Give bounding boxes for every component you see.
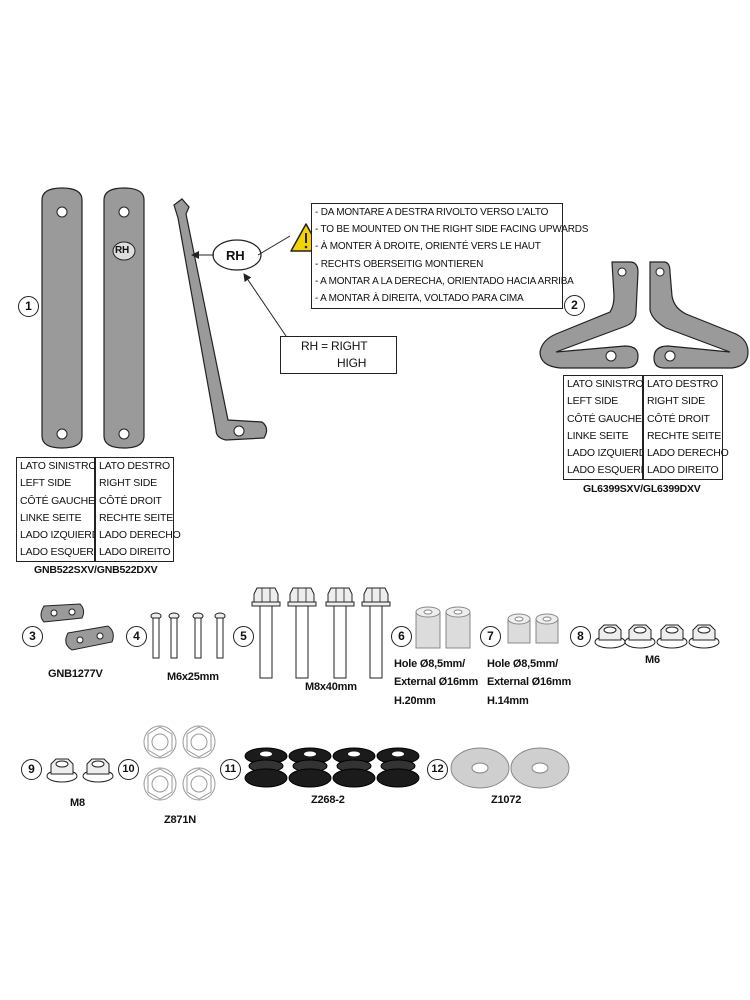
table-cell: LINKE SEITE (567, 429, 629, 442)
part-number-10: 10 (118, 759, 139, 780)
part-number-9: 9 (21, 759, 42, 780)
part-number-3: 3 (22, 626, 43, 647)
part1-left-side-table: LATO SINISTRO LEFT SIDE CÔTÉ GAUCHE LINK… (16, 457, 110, 562)
rh-tag: RH (226, 248, 245, 263)
table-cell: CÔTÉ GAUCHE (567, 412, 642, 425)
part-number-8: 8 (570, 626, 591, 647)
plate-bottom (65, 625, 114, 651)
warning-line: - A MONTAR À DIREITA, VOLTADO PARA CIMA (315, 293, 524, 305)
table-cell: LADO DIREITO (647, 464, 719, 477)
part10-label: Z871N (164, 814, 197, 826)
part2-code: GL6399SXV/GL6399DXV (583, 483, 701, 495)
table-cell: LADO DERECHO (647, 447, 729, 460)
part7-line1: Hole Ø8,5mm/ (487, 658, 558, 670)
warning-line: - TO BE MOUNTED ON THE RIGHT SIDE FACING… (315, 224, 589, 236)
part1-right-side-table: LATO DESTRO RIGHT SIDE CÔTÉ DROIT RECHTE… (95, 457, 181, 562)
table-cell: CÔTÉ DROIT (647, 412, 710, 425)
part2-left-side-table: LATO SINISTRO LEFT SIDE CÔTÉ GAUCHE LINK… (563, 375, 657, 480)
part4-label: M6x25mm (167, 671, 219, 683)
rh-badge: RH (115, 245, 130, 256)
part1-code: GNB522SXV/GNB522DXV (34, 564, 158, 576)
part-number-11: 11 (220, 759, 241, 780)
table-cell: RECHTE SEITE (647, 429, 722, 442)
part6-line2: External Ø16mm (394, 676, 479, 688)
table-cell: LADO DIREITO (99, 546, 171, 559)
rh-legend-box: RH = RIGHT HIGH (280, 336, 397, 374)
part-number-6: 6 (391, 626, 412, 647)
table-cell: LEFT SIDE (567, 395, 619, 408)
right-bar (103, 187, 145, 449)
part12-label: Z1072 (491, 794, 522, 806)
table-cell: LATO SINISTRO (20, 460, 97, 472)
bent-bar (173, 198, 268, 441)
part-number-7: 7 (480, 626, 501, 647)
left-bar (41, 187, 83, 449)
warning-line: - RECHTS OBERSEITIG MONTIEREN (315, 258, 484, 270)
part-number-12: 12 (427, 759, 448, 780)
table-cell: LEFT SIDE (20, 477, 72, 490)
part6-line3: H.20mm (394, 695, 436, 707)
table-cell: RIGHT SIDE (99, 477, 157, 490)
table-cell: CÔTÉ DROIT (99, 494, 162, 507)
table-cell: LATO DESTRO (99, 460, 170, 472)
warning-line: - A MONTAR A LA DERECHA, ORIENTADO HACIA… (315, 275, 574, 287)
part-number-4: 4 (126, 626, 147, 647)
table-cell: LADO IZQUIERDO (567, 447, 655, 460)
part11-label: Z268-2 (311, 794, 345, 806)
table-cell: LADO DERECHO (99, 529, 181, 542)
part3-label: GNB1277V (48, 668, 103, 680)
table-cell: LATO DESTRO (647, 378, 718, 390)
table-cell: LINKE SEITE (20, 511, 82, 524)
table-cell: RECHTE SEITE (99, 511, 174, 524)
rh-legend-line1: RH = RIGHT (301, 339, 368, 353)
table-cell: LATO SINISTRO (567, 378, 644, 390)
warning-line: - DA MONTARE A DESTRA RIVOLTO VERSO L'AL… (315, 207, 549, 218)
plate-top (40, 603, 85, 623)
table-cell: CÔTÉ GAUCHE (20, 494, 95, 507)
part-number-2: 2 (564, 295, 585, 316)
warning-line: - À MONTER À DROITE, ORIENTÉ VERS LE HAU… (315, 241, 541, 253)
part-number-1: 1 (18, 296, 39, 317)
bracket-right (649, 261, 749, 369)
part8-label: M6 (645, 654, 660, 666)
part9-label: M8 (70, 797, 85, 809)
table-cell: LADO ESQUERDO (20, 546, 110, 559)
part7-line3: H.14mm (487, 695, 529, 707)
part7-line2: External Ø16mm (487, 676, 572, 688)
part5-label: M8x40mm (305, 681, 357, 693)
table-cell: LADO IZQUIERDO (20, 529, 108, 542)
part6-line1: Hole Ø8,5mm/ (394, 658, 465, 670)
part2-right-side-table: LATO DESTRO RIGHT SIDE CÔTÉ DROIT RECHTE… (643, 375, 729, 480)
mounting-warning-box: - DA MONTARE A DESTRA RIVOLTO VERSO L'AL… (311, 203, 589, 309)
table-cell: RIGHT SIDE (647, 395, 705, 408)
part-number-5: 5 (233, 626, 254, 647)
rh-legend-line2: HIGH (337, 356, 367, 370)
bracket-left (539, 261, 639, 369)
table-cell: LADO ESQUERDO (567, 464, 657, 477)
